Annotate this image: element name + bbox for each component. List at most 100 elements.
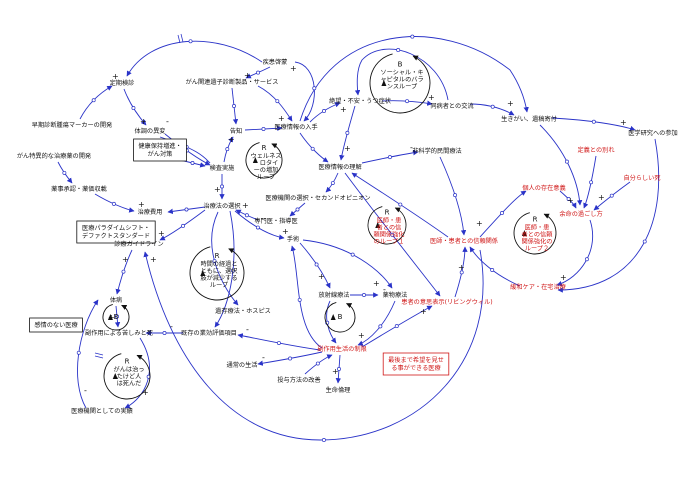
- loop-arrow: [513, 212, 557, 255]
- node-ikigai: 生きがい、遺稿寄付: [501, 115, 557, 123]
- polarity-mark: +: [140, 117, 147, 126]
- node-jibun_shi: 自分らしい死: [623, 174, 660, 182]
- node-ishi_shinrai: 医師・患者との信頼関係: [430, 237, 498, 245]
- node-label: 医療機関の選択・セカンドオピニオン: [265, 194, 370, 202]
- node-label: 放射線療法: [319, 291, 350, 299]
- edge-handle: [410, 34, 415, 39]
- polarity-mark: +: [358, 331, 365, 340]
- edge-handle: [564, 159, 569, 164]
- node-kokuchi: 告知: [230, 127, 242, 135]
- node-label: がん特異的な治療薬の開発: [17, 152, 92, 160]
- box-iryou_pkg: 医療パラダイムシフト・デファクトスタンダード: [76, 220, 156, 244]
- loop-B3: B: [102, 303, 130, 331]
- loop-arrow: [245, 142, 283, 179]
- edge: [123, 88, 147, 126]
- edge-handle: [322, 108, 326, 113]
- edge-handle: [261, 127, 266, 131]
- node-label: 検査実施: [210, 164, 235, 172]
- edge: [79, 85, 113, 120]
- node-label: 遺存療法・ホスピス: [215, 307, 271, 315]
- node-label: 医療情報の入手: [274, 123, 317, 131]
- edge-handle: [256, 70, 260, 75]
- polarity-mark: +: [567, 196, 574, 205]
- node-label: 定期検診: [110, 79, 136, 87]
- node-houshasen: 放射線療法: [319, 291, 350, 299]
- loop-type: B: [114, 313, 119, 321]
- edge-handle: [288, 356, 293, 361]
- node-seimei: 生命倫理: [326, 386, 351, 394]
- loop-label: 医師・患: [377, 217, 402, 225]
- edge-handle: [295, 207, 300, 212]
- edge-handle: [378, 324, 383, 329]
- loop-label: たけど人: [117, 372, 142, 380]
- edge: [299, 36, 529, 122]
- node-shujutsu: 手術: [287, 235, 299, 243]
- loop-label: 医師・患: [525, 223, 550, 231]
- polarity-mark: +: [150, 255, 157, 264]
- edge-handle: [315, 361, 320, 366]
- polarity-mark: +: [332, 367, 339, 376]
- edge-handle: [609, 193, 614, 198]
- loop-indicator-icon: [200, 270, 206, 276]
- node-tsujou: 通常の生活: [227, 361, 258, 369]
- box-label: 感情のない医療: [34, 321, 77, 329]
- loop-label: がんは治っ: [114, 365, 145, 373]
- node-mondai: 遺存療法・ホスピス: [215, 307, 271, 315]
- box-kanjo: 感情のない医療: [29, 317, 83, 333]
- edge-handle: [275, 99, 280, 104]
- loop-indicator-icon: [112, 373, 118, 379]
- polarity-mark: +: [112, 72, 119, 81]
- edge-handle: [642, 239, 647, 244]
- node-kanwa: 緩和ケア・在宅治療: [510, 283, 566, 291]
- box-label: る事ができる医療: [391, 364, 440, 372]
- edge: [344, 172, 441, 297]
- edge-handle: [459, 270, 464, 275]
- loop-indicator-icon: [330, 314, 336, 320]
- node-taicho: 体調の異変: [135, 127, 166, 135]
- loop-label: ・ロタイ: [254, 159, 279, 167]
- polarity-mark: +: [560, 273, 567, 282]
- edge-handle: [453, 193, 458, 198]
- node-label: 既存の業効評価項目: [181, 329, 237, 337]
- edge-handle: [91, 98, 96, 103]
- edge-handle: [330, 181, 335, 185]
- edge: [556, 219, 594, 287]
- loop-label: のループ１: [374, 239, 405, 246]
- edge-handle: [62, 170, 67, 175]
- box-frame: [29, 317, 83, 333]
- edge: [235, 209, 259, 221]
- node-shindan: 診療ガイドライン: [114, 240, 164, 248]
- node-label: 薬物療法: [383, 291, 408, 299]
- box-label: がん対策: [148, 150, 173, 158]
- edge: [361, 150, 419, 164]
- edge-handle: [566, 197, 571, 201]
- polarity-mark: +: [244, 71, 251, 80]
- loop-indicator-icon: [375, 222, 381, 228]
- node-label: 早期診断腫瘍マーカーの開発: [32, 121, 113, 129]
- node-label: 自分らしい死: [623, 174, 660, 182]
- node-yomei: 余命の過ごし方: [559, 210, 602, 218]
- edge: [361, 305, 433, 348]
- box-frame: [133, 138, 187, 162]
- polarity-mark: -: [166, 117, 169, 126]
- edge: [124, 337, 150, 409]
- loop-label: ャピタルのバラ: [380, 76, 423, 84]
- loop-type: R: [385, 209, 390, 217]
- edge: [439, 156, 467, 236]
- edge: [299, 132, 329, 163]
- polarity-mark: +: [290, 64, 297, 73]
- edge-handle: [121, 269, 126, 274]
- loop-indicator-icon: [107, 314, 113, 320]
- edge: [77, 299, 99, 409]
- loop-label: 者との信: [377, 224, 402, 232]
- edge-handle: [398, 202, 403, 207]
- loop-label: ソーシャル・キ: [380, 70, 423, 77]
- node-iryou_rikai: 医療情報の理解: [318, 163, 361, 171]
- edge: [294, 61, 315, 122]
- edge-handle: [232, 104, 236, 108]
- edge-layer: [57, 33, 660, 442]
- edge-handle: [231, 268, 235, 273]
- node-label: 医療機関としての実績: [71, 407, 133, 415]
- node-label: 医療情報の理解: [318, 163, 361, 171]
